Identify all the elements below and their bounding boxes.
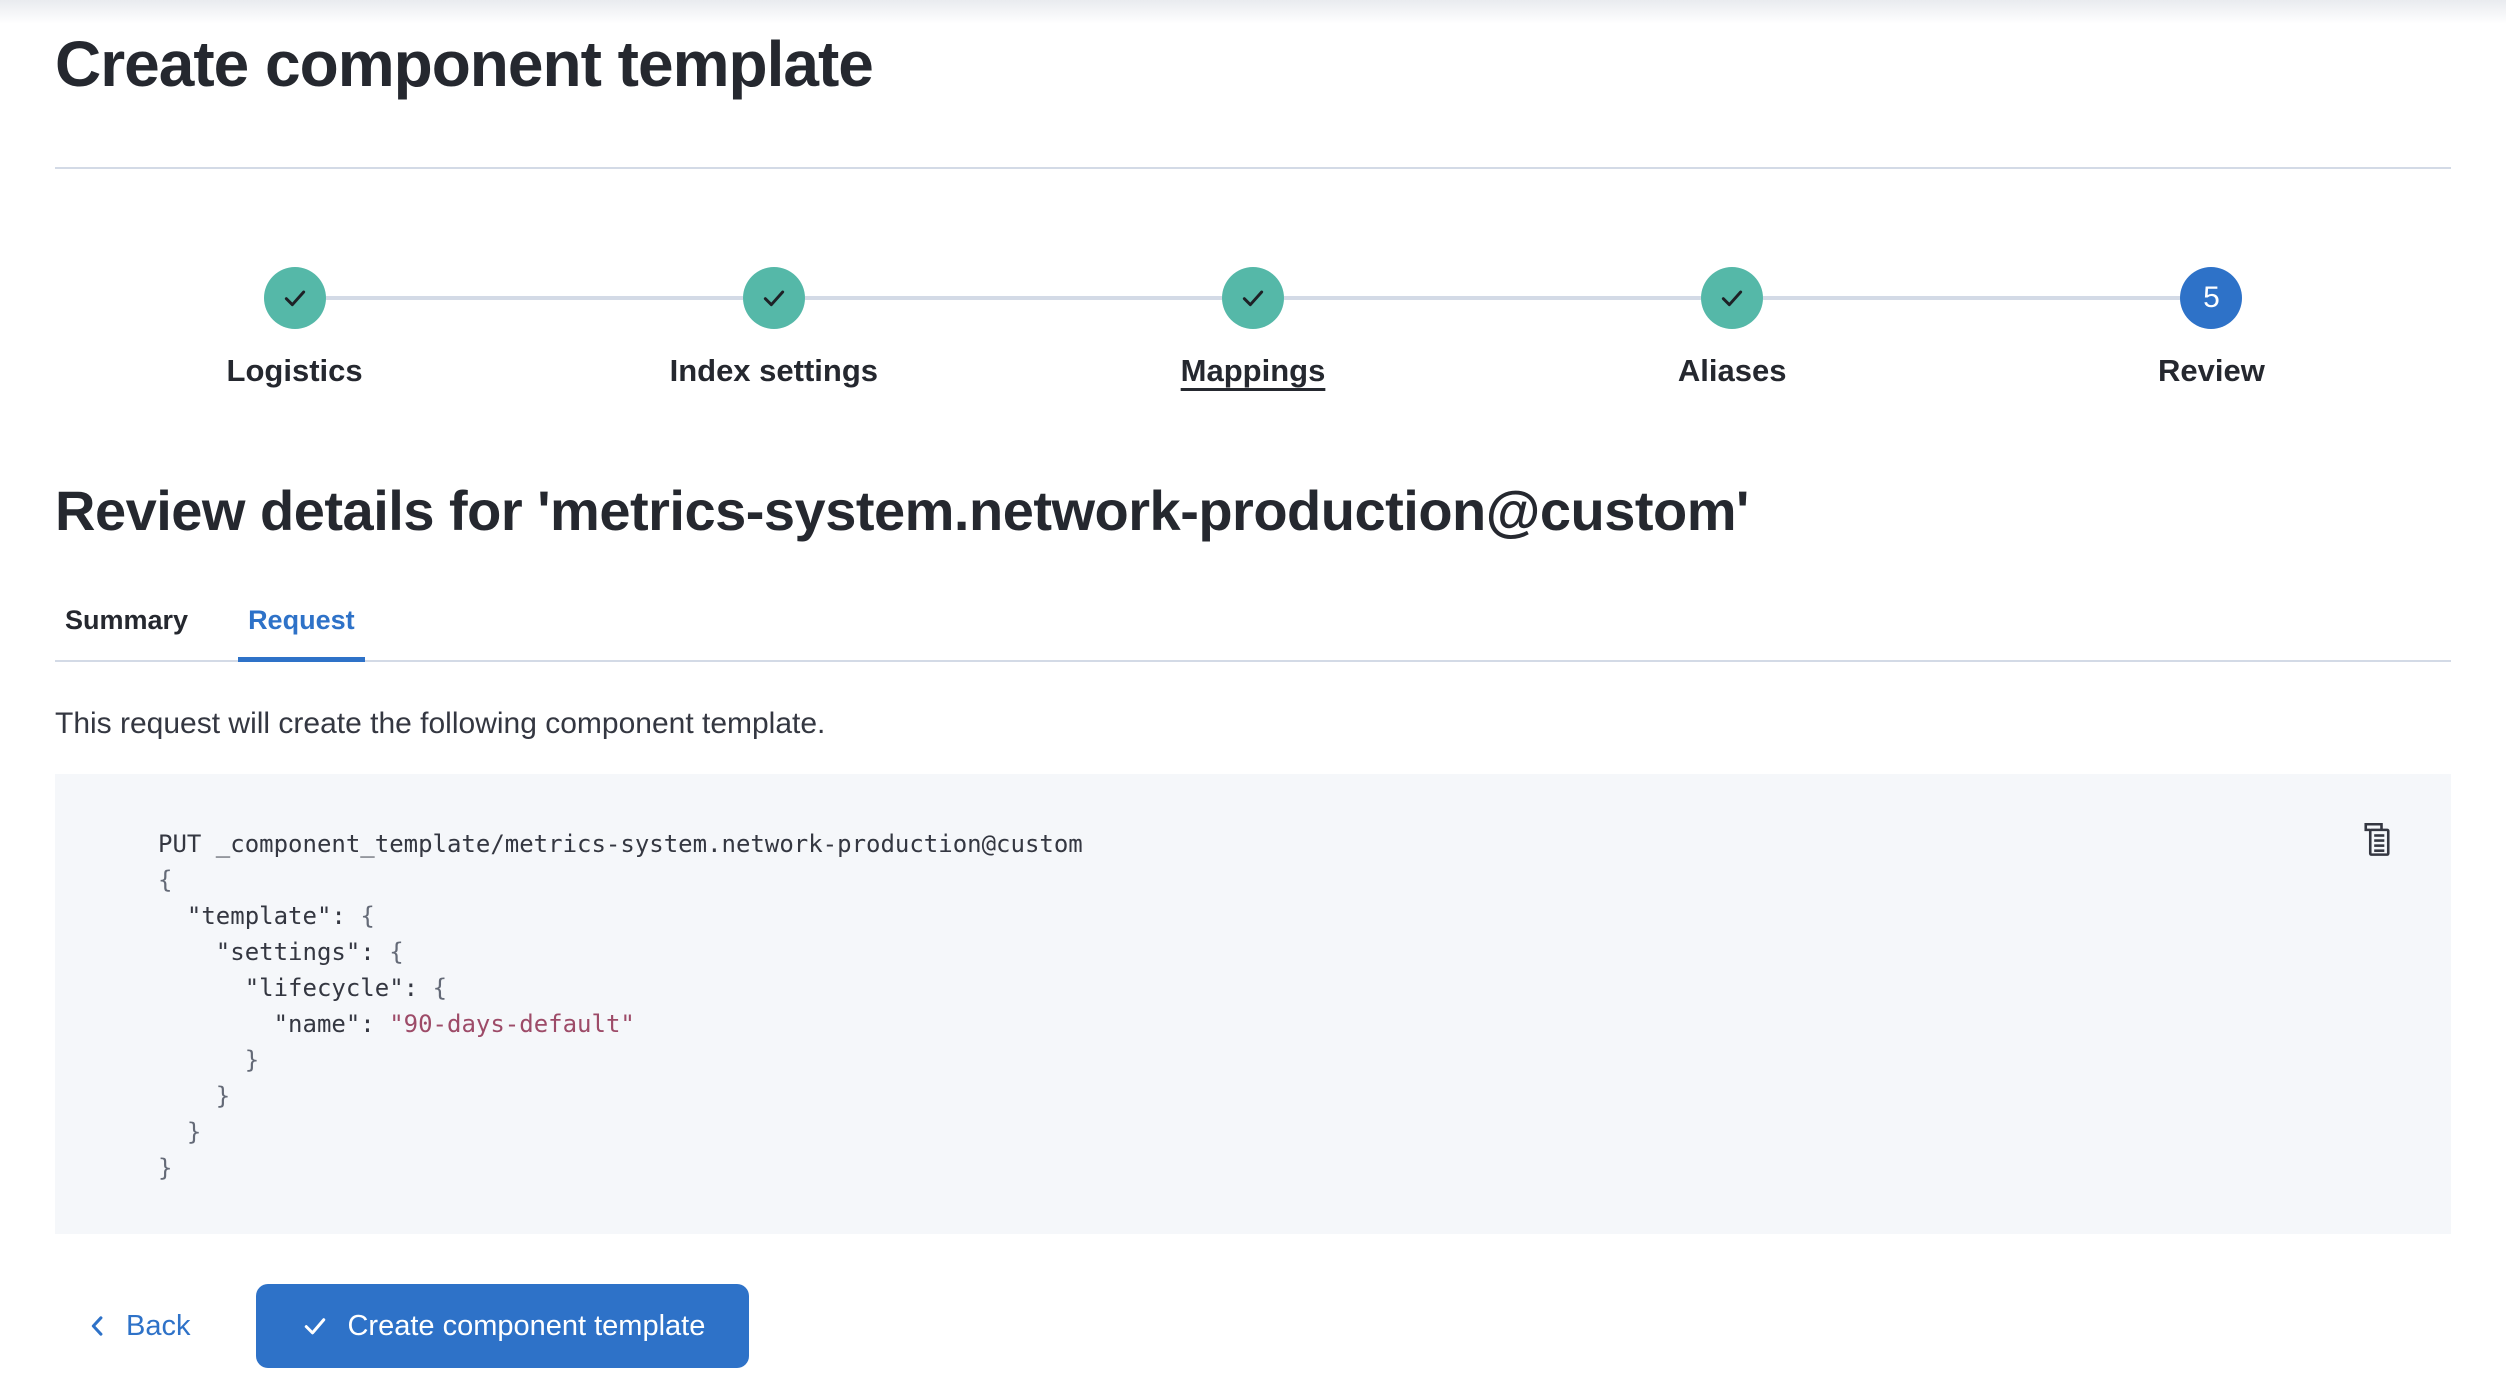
step-indicator-row xyxy=(534,267,1014,329)
step-connector-line xyxy=(2242,296,2451,300)
code-line: } xyxy=(158,1082,231,1110)
step-index-settings[interactable]: Index settings xyxy=(534,267,1014,391)
review-tabs: Summary Request xyxy=(55,603,2451,662)
code-line: PUT _component_template/metrics-system.n… xyxy=(158,830,1083,858)
step-complete-check-icon xyxy=(1222,267,1285,329)
page-title: Create component template xyxy=(55,28,874,100)
create-component-template-page: Create component template Logistics Index… xyxy=(0,26,2506,1368)
chevron-left-icon xyxy=(91,1316,103,1336)
step-label: Mappings xyxy=(1180,353,1326,388)
step-number-badge: 5 xyxy=(2180,267,2243,329)
request-description: This request will create the following c… xyxy=(55,707,826,740)
step-label: Aliases xyxy=(1677,353,1787,388)
step-indicator-row: 5 xyxy=(1971,267,2451,329)
tab-summary[interactable]: Summary xyxy=(55,603,198,662)
step-mappings[interactable]: Mappings xyxy=(1013,267,1493,391)
step-aliases[interactable]: Aliases xyxy=(1492,267,1972,391)
code-line: } xyxy=(158,1118,202,1146)
review-heading: Review details for 'metrics-system.netwo… xyxy=(55,479,1749,542)
step-label: Logistics xyxy=(226,353,363,388)
step-indicator-row xyxy=(1492,267,1972,329)
step-connector-line xyxy=(534,296,743,300)
create-button-label: Create component template xyxy=(347,1309,706,1342)
header-divider xyxy=(55,167,2451,169)
step-label: Review xyxy=(2157,353,2265,388)
tab-request[interactable]: Request xyxy=(238,603,365,662)
request-code-block: PUT _component_template/metrics-system.n… xyxy=(55,774,2451,1234)
step-label: Index settings xyxy=(669,353,879,388)
step-connector-line xyxy=(804,296,1014,300)
step-connector-line xyxy=(1763,296,1972,300)
code-line: "name": "90-days-default" xyxy=(273,1010,635,1038)
back-label: Back xyxy=(126,1309,191,1342)
check-icon xyxy=(305,1318,326,1335)
step-connector-line xyxy=(325,296,535,300)
code-line: "template": { xyxy=(186,902,375,930)
step-indicator-row xyxy=(1013,267,1493,329)
step-connector-line xyxy=(55,296,264,300)
step-logistics[interactable]: Logistics xyxy=(55,267,535,391)
window-top-fade xyxy=(0,0,2506,24)
footer-actions: Back Create component template xyxy=(55,1284,2451,1368)
step-connector-line xyxy=(1492,296,1702,300)
copy-clipboard-icon xyxy=(2364,822,2390,856)
step-complete-check-icon xyxy=(1701,267,1764,329)
code-line: { xyxy=(158,866,173,894)
back-button[interactable]: Back xyxy=(84,1310,190,1343)
step-connector-line xyxy=(1284,296,1493,300)
code-line: "lifecycle": { xyxy=(244,974,448,1002)
copy-to-clipboard-button[interactable] xyxy=(2359,822,2395,858)
code-line: } xyxy=(158,1046,260,1074)
create-component-template-button[interactable]: Create component template xyxy=(256,1284,750,1368)
step-connector-line xyxy=(1971,296,2181,300)
step-complete-check-icon xyxy=(742,267,805,329)
code-line: "settings": { xyxy=(215,938,404,966)
step-complete-check-icon xyxy=(263,267,326,329)
step-connector-line xyxy=(1013,296,1223,300)
code-line: } xyxy=(158,1154,173,1182)
request-code: PUT _component_template/metrics-system.n… xyxy=(158,826,2391,1186)
step-indicator-row xyxy=(55,267,535,329)
